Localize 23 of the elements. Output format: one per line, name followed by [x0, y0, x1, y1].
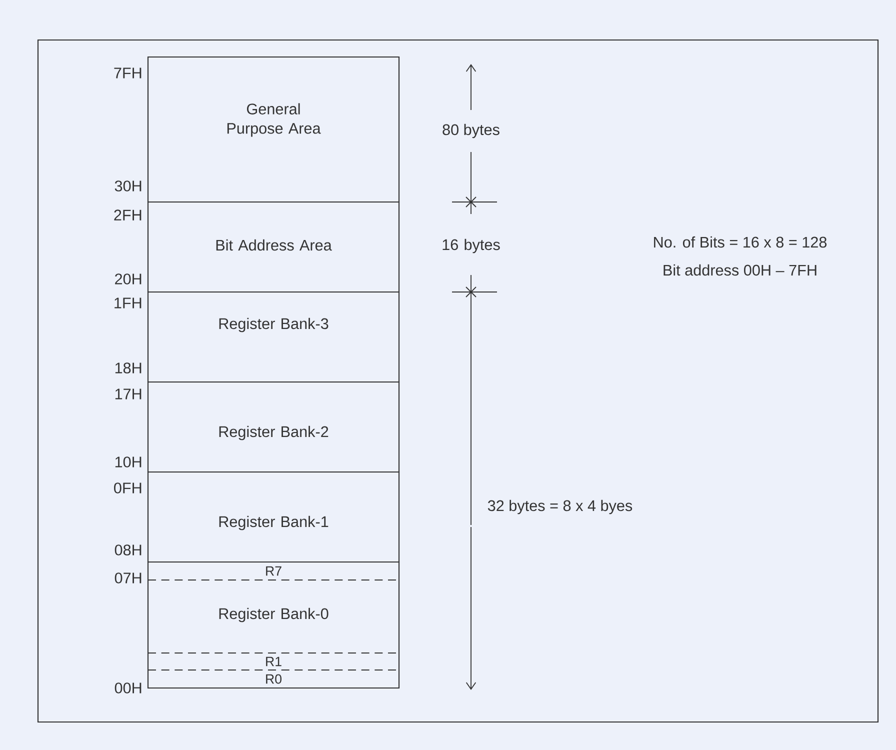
- address-label: 0FH: [114, 482, 142, 494]
- note-text: No. of Bits = 16 x 8 = 128: [654, 236, 827, 248]
- register-row: R7: [266, 566, 282, 576]
- memory-block: Register Bank-3: [147, 291, 400, 383]
- note-text: Bit address 00H – 7FH: [664, 264, 816, 276]
- memory-block: Register Bank-1: [147, 471, 400, 563]
- address-label: 17H: [115, 388, 142, 400]
- address-label: 1FH: [114, 298, 142, 308]
- register-row: R1: [266, 656, 282, 666]
- dimension-label: 80 bytes: [442, 124, 500, 138]
- dimension-label: 16 bytes: [442, 238, 500, 254]
- address-label: 18H: [115, 362, 142, 374]
- address-label: 07H: [114, 572, 142, 584]
- address-label: 30H: [114, 180, 142, 192]
- address-label: 10H: [115, 456, 142, 468]
- address-label: 2FH: [114, 210, 142, 220]
- dimension-label: 32 bytes = 8 x 4 byes: [488, 500, 632, 514]
- address-label: 00H: [114, 682, 142, 694]
- address-label: 20H: [115, 274, 142, 284]
- memory-block: Bit Address Area: [147, 201, 400, 293]
- register-row: R0: [266, 674, 282, 684]
- memory-block: General Purpose Area: [147, 56, 400, 203]
- memory-block: Register Bank-2: [147, 381, 400, 473]
